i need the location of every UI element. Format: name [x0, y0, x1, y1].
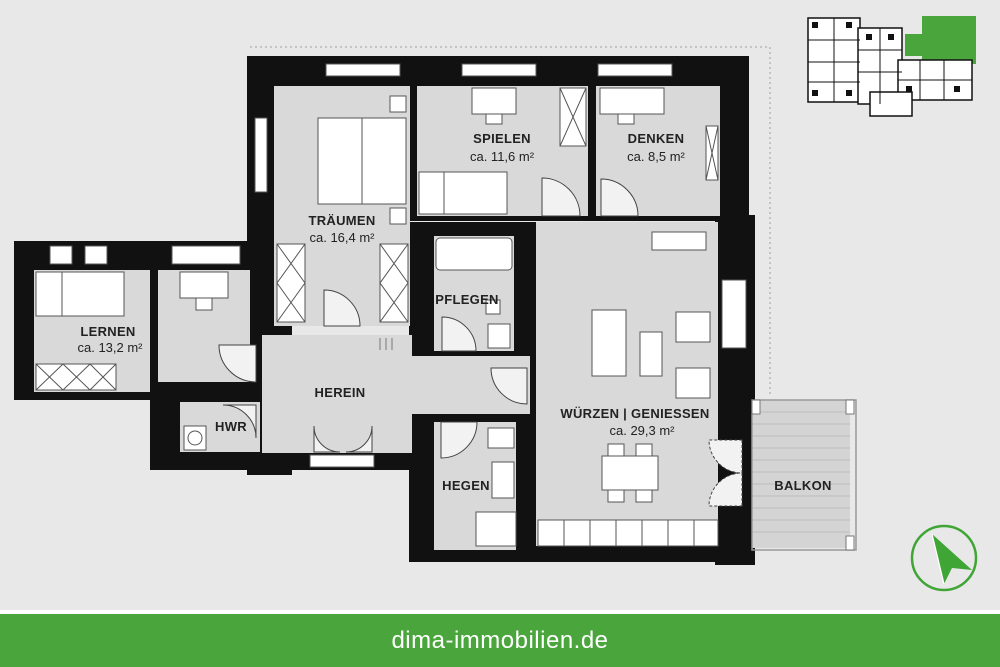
- room-area-denken: ca. 8,5 m²: [627, 149, 685, 164]
- room-label-wuerzen: WÜRZEN | GENIESSEN: [560, 406, 709, 421]
- room-label-hwr: HWR: [215, 419, 247, 434]
- website-link[interactable]: dima-immobilien.de: [391, 626, 609, 654]
- room-label-herein: HEREIN: [315, 385, 366, 400]
- wardrobe: [379, 243, 409, 323]
- room-label-pflegen: PFLEGEN: [435, 292, 499, 307]
- room-label-balkon: BALKON: [774, 478, 831, 493]
- room-label-spielen: SPIELEN: [473, 131, 531, 146]
- room-balkon-floor: [752, 400, 850, 548]
- windows: [49, 63, 747, 468]
- room-area-traeumen: ca. 16,4 m²: [309, 230, 375, 245]
- wardrobe: [276, 243, 306, 323]
- kitchen-counter: [537, 519, 719, 547]
- dining-table: [601, 455, 659, 491]
- balcony-posts: [751, 399, 855, 551]
- room-label-denken: DENKEN: [628, 131, 685, 146]
- room-label-traeumen: TRÄUMEN: [308, 213, 375, 228]
- site-boundary: [250, 46, 771, 395]
- room-area-lernen: ca. 13,2 m²: [77, 340, 143, 355]
- balcony-decking: [752, 411, 850, 533]
- footer-divider: [0, 610, 1000, 614]
- room-area-wuerzen: ca. 29,3 m²: [609, 423, 675, 438]
- footer-bar: dima-immobilien.de: [0, 614, 1000, 667]
- furniture: [35, 87, 719, 547]
- single-bed: [418, 171, 508, 215]
- balcony-railing: [751, 399, 857, 551]
- doors: [218, 177, 743, 507]
- room-herein-floor: [262, 335, 412, 453]
- room-labels: TRÄUMEN ca. 16,4 m² SPIELEN ca. 11,6 m² …: [77, 131, 831, 493]
- building-keyplan-icon: [807, 16, 976, 117]
- single-bed: [35, 271, 125, 317]
- north-arrow-icon: [910, 524, 978, 592]
- room-area-spielen: ca. 11,6 m²: [470, 149, 535, 164]
- floor-plan-drawing: TRÄUMEN ca. 16,4 m² SPIELEN ca. 11,6 m² …: [14, 16, 978, 592]
- sofa: [591, 309, 627, 377]
- room-label-hegen: HEGEN: [442, 478, 490, 493]
- room-label-lernen: LERNEN: [80, 324, 135, 339]
- bathtub: [435, 237, 513, 271]
